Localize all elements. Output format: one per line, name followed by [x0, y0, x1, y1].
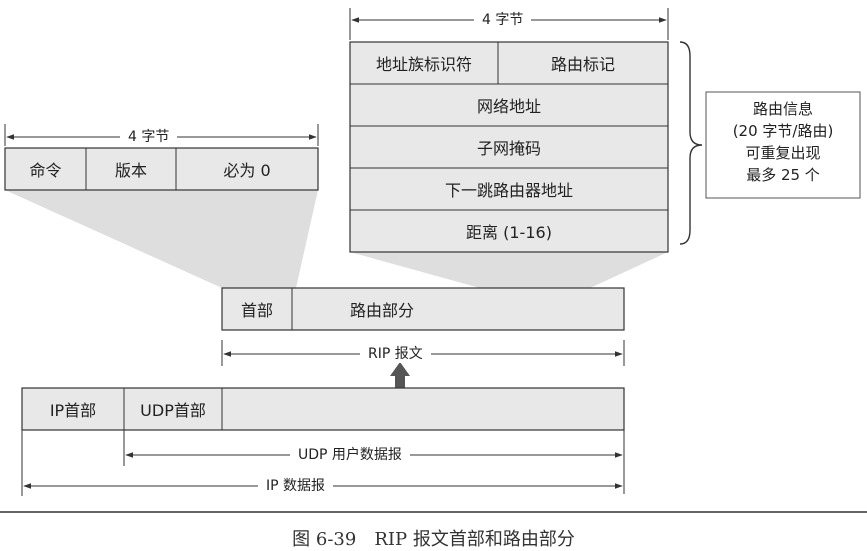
version-field: 版本	[114, 161, 147, 180]
rip-header-part-field: 首部	[240, 301, 273, 320]
route-info-line-4: 最多 25 个	[746, 166, 820, 184]
projection-shadow-rip-header	[5, 190, 318, 288]
route-entry-box	[349, 41, 669, 253]
udp-span-label: UDP 用户数据报	[290, 446, 410, 464]
figure-caption: 图 6-39 RIP 报文首部和路由部分	[292, 529, 575, 550]
projection-shadow-route-entry	[350, 252, 668, 288]
route-info-line-2: (20 字节/路由)	[732, 122, 834, 140]
route-info-line-1: 路由信息	[752, 100, 813, 118]
route-info-text: 路由信息 (20 字节/路由) 可重复出现 最多 25 个	[706, 98, 860, 186]
subnet-mask-field: 子网掩码	[476, 139, 541, 158]
rip-message-span-label: RIP 报文	[360, 345, 431, 363]
next-hop-field: 下一跳路由器地址	[444, 181, 573, 200]
routing-part-field: 路由部分	[349, 301, 414, 320]
ip-datagram-box	[21, 387, 625, 431]
ip-span-label: IP 数据报	[258, 477, 334, 495]
ip-header-field: IP首部	[49, 401, 97, 420]
rip-header-width-label: 4 字节	[120, 128, 178, 146]
udp-header-field: UDP首部	[140, 401, 206, 420]
route-info-brace	[679, 41, 703, 245]
network-address-field: 网络地址	[476, 97, 541, 116]
distance-field: 距离 (1-16)	[466, 223, 552, 242]
route-info-box	[705, 91, 861, 199]
must-be-zero-field: 必为 0	[223, 161, 271, 180]
route-entry-width-label: 4 字节	[474, 11, 532, 29]
command-field: 命令	[29, 161, 62, 180]
rip-header-box	[4, 147, 319, 191]
route-info-line-3: 可重复出现	[745, 144, 821, 162]
rip-message-box	[221, 287, 625, 331]
route-tag-field: 路由标记	[550, 55, 615, 74]
address-family-field: 地址族标识符	[375, 55, 472, 74]
